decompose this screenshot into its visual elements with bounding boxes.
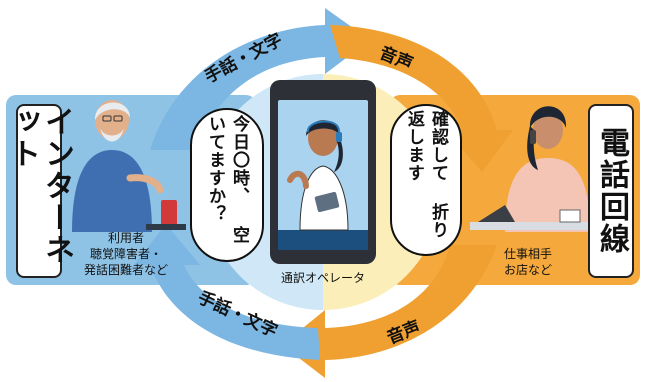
speech-bubble-right: 確認して 折り返します: [390, 104, 462, 256]
operator-label: 通訳オペレータ: [280, 271, 365, 285]
user-caption: 利用者 聴覚障害者・ 発話困難者など: [64, 230, 188, 278]
arrow-top-right: [330, 25, 513, 172]
user-sub-label-1: 聴覚障害者・: [89, 247, 162, 261]
speech-bubble-left: 今日〇時、 空いてますか？: [190, 108, 264, 262]
bubble-right-line-1: 確認して: [428, 110, 448, 182]
bubble-left-line-1: 今日〇時、: [229, 115, 249, 205]
business-caption: 仕事相手 お店など: [488, 246, 568, 278]
business-figure: [470, 106, 590, 232]
arrow-bottom-left: [134, 224, 320, 360]
internet-title: インターネット: [5, 104, 74, 278]
operator-figure: [287, 120, 349, 231]
bubble-right-line-2: 折り返します: [404, 110, 448, 239]
phone-line-title: 電話回線: [588, 104, 634, 278]
bubble-left-line-2: 空いてますか？: [205, 115, 249, 244]
user-sub-label-2: 発話困難者など: [83, 263, 168, 277]
screen-desk: [278, 230, 368, 250]
business-label-1: 仕事相手: [503, 247, 552, 261]
user-label: 利用者: [107, 231, 144, 245]
user-figure: [72, 100, 186, 232]
business-label-2: お店など: [503, 263, 552, 277]
arrow-bottom-right: [282, 245, 497, 378]
